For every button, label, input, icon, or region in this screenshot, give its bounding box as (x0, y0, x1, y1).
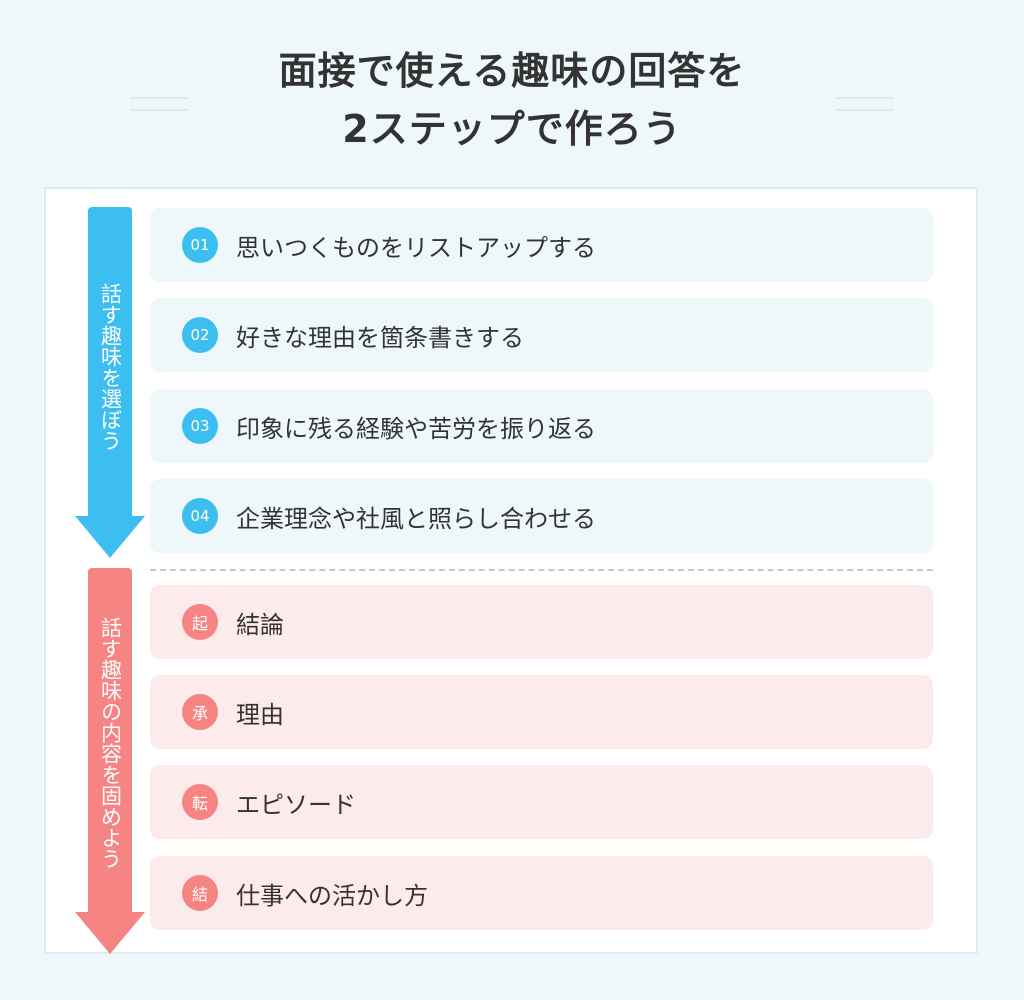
step2-item: 承 理由 (150, 675, 933, 749)
step1-item: 03 印象に残る経験や苦労を振り返る (150, 389, 933, 463)
step2-item: 結 仕事への活かし方 (150, 856, 933, 930)
title-decoration-left (130, 97, 188, 111)
step1-item: 04 企業理念や社風と照らし合わせる (150, 479, 933, 553)
step2-item-badge: 起 (182, 604, 218, 640)
step1-item: 02 好きな理由を箇条書きする (150, 298, 933, 372)
title-line-2: 2ステップで作ろう (342, 107, 682, 151)
step1-item-badge: 04 (182, 498, 218, 534)
title-line-1: 面接で使える趣味の回答を (278, 49, 746, 93)
step-divider (150, 569, 933, 571)
step1-item-text: 印象に残る経験や苦労を振り返る (236, 414, 596, 443)
page-title: 面接で使える趣味の回答を 2ステップで作ろう (0, 42, 1024, 158)
step2-item-text: 仕事への活かし方 (236, 881, 428, 910)
step2-item-badge: 承 (182, 694, 218, 730)
step2-item: 転 エピソード (150, 765, 933, 839)
step1-item-badge: 01 (182, 227, 218, 263)
title-decoration-right (836, 97, 894, 111)
step2-item-text: エピソード (236, 790, 356, 819)
step2-item-text: 結論 (236, 610, 284, 639)
step2-item: 起 結論 (150, 585, 933, 659)
step1-item-text: 思いつくものをリストアップする (236, 233, 596, 262)
step1-item-text: 企業理念や社風と照らし合わせる (236, 504, 596, 533)
step2-item-badge: 結 (182, 875, 218, 911)
step1-item-badge: 02 (182, 317, 218, 353)
step2-item-text: 理由 (236, 700, 284, 729)
step1-item-text: 好きな理由を箇条書きする (236, 323, 524, 352)
step2-item-badge: 転 (182, 784, 218, 820)
step1-arrow-label: 話す趣味を選ぼう (98, 283, 123, 451)
step1-item: 01 思いつくものをリストアップする (150, 208, 933, 282)
step1-item-badge: 03 (182, 408, 218, 444)
step2-arrow-label: 話す趣味の内容を固めよう (98, 617, 123, 869)
